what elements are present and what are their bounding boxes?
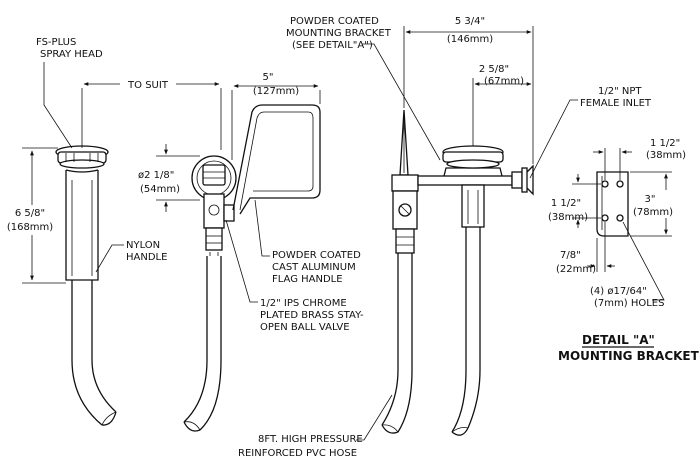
diameter-inch-label: ø2 1/8" — [138, 170, 174, 181]
bracket-width-inch-label: 1 1/2" — [650, 138, 680, 149]
callout-bracket-holes: (4) ø17/64" (7mm) HOLES — [590, 221, 665, 309]
callout-npt-inlet: 1/2" NPT FEMALE INLET — [529, 86, 652, 179]
callout-pvc-hose: 8FT. HIGH PRESSURE REINFORCED PVC HOSE — [238, 394, 393, 459]
bracket-height-inch-label: 3" — [645, 194, 656, 205]
holes-label-2: (7mm) HOLES — [594, 298, 664, 309]
detail-a-mounting-bracket — [596, 171, 629, 237]
dimension-bracket-hole-offset: 7/8" (22mm) — [556, 222, 615, 275]
overall-mm-label: (146mm) — [447, 34, 493, 45]
side-view-spray-head — [55, 145, 117, 426]
spray-head-label-2: SPRAY HEAD — [40, 49, 103, 60]
diameter-mm-label: (54mm) — [140, 184, 180, 195]
nylon-label-2: HANDLE — [126, 252, 167, 263]
callout-ball-valve: 1/2" IPS CHROME PLATED BRASS STAY- OPEN … — [225, 219, 364, 333]
overall-inch-label: 5 3/4" — [455, 16, 485, 27]
offset-inch-label: 2 5/8" — [479, 64, 509, 75]
hole-spacing-inch-label: 1 1/2" — [551, 198, 581, 209]
flag-label-2: CAST ALUMINUM — [272, 262, 356, 273]
callout-spray-head: FS-PLUS SPRAY HEAD — [36, 37, 103, 149]
dimension-bracket-height: 3" (78mm) — [630, 171, 673, 237]
offset-mm-label: (67mm) — [484, 76, 524, 87]
dimension-flag-width: 5" (127mm) — [231, 72, 321, 160]
hole-offset-mm-label: (22mm) — [556, 264, 596, 275]
detail-title: DETAIL "A" — [582, 333, 655, 347]
hose-label-1: 8FT. HIGH PRESSURE — [258, 434, 363, 445]
dimension-head-offset: 2 5/8" (67mm) — [472, 64, 532, 146]
height-inch-label: 6 5/8" — [15, 208, 45, 219]
valve-label-2: PLATED BRASS STAY- — [260, 310, 364, 321]
valve-label-1: 1/2" IPS CHROME — [260, 298, 347, 309]
spray-head-label-1: FS-PLUS — [36, 37, 76, 48]
dimension-bracket-width: 1 1/2" (38mm) — [593, 138, 686, 180]
bracket-width-mm-label: (38mm) — [646, 150, 686, 161]
bracket-label-3: (SEE DETAIL"A") — [292, 40, 373, 51]
holes-label-1: (4) ø17/64" — [590, 286, 647, 297]
callout-mounting-bracket: POWDER COATED MOUNTING BRACKET (SEE DETA… — [286, 16, 441, 161]
detail-a-caption: DETAIL "A" MOUNTING BRACKET — [558, 333, 700, 363]
detail-subtitle: MOUNTING BRACKET — [558, 349, 700, 363]
valve-label-3: OPEN BALL VALVE — [260, 322, 350, 333]
dimension-overall-reach: 5 3/4" (146mm) — [403, 16, 534, 164]
dimension-handle-diameter: ø2 1/8" (54mm) — [138, 144, 200, 212]
nylon-label-1: NYLON — [126, 240, 160, 251]
inlet-label-1: 1/2" NPT — [598, 86, 642, 97]
to-suit-label: TO SUIT — [127, 80, 169, 91]
bracket-height-mm-label: (78mm) — [633, 207, 673, 218]
side-view-mounted-assembly — [381, 109, 534, 436]
hole-offset-inch-label: 7/8" — [560, 250, 581, 261]
hose-label-2: REINFORCED PVC HOSE — [238, 448, 357, 459]
dimension-spray-head-height: 6 5/8" (168mm) — [4, 147, 66, 284]
flag-label-1: POWDER COATED — [272, 250, 361, 261]
flag-width-mm-label: (127mm) — [253, 86, 299, 97]
hole-spacing-mm-label: (38mm) — [548, 212, 588, 223]
height-mm-label: (168mm) — [7, 222, 53, 233]
callout-flag-handle: POWDER COATED CAST ALUMINUM FLAG HANDLE — [254, 199, 361, 285]
dimension-bracket-hole-spacing: 1 1/2" (38mm) — [548, 174, 601, 228]
flag-label-3: FLAG HANDLE — [272, 274, 343, 285]
bracket-label-1: POWDER COATED — [290, 16, 379, 27]
flag-width-inch-label: 5" — [263, 72, 274, 83]
side-view-valve-flag-handle — [183, 104, 321, 432]
dimension-to-suit: TO SUIT — [81, 76, 222, 150]
bracket-label-2: MOUNTING BRACKET — [286, 28, 392, 39]
inlet-label-2: FEMALE INLET — [580, 98, 652, 109]
callout-nylon-handle: NYLON HANDLE — [95, 240, 167, 273]
